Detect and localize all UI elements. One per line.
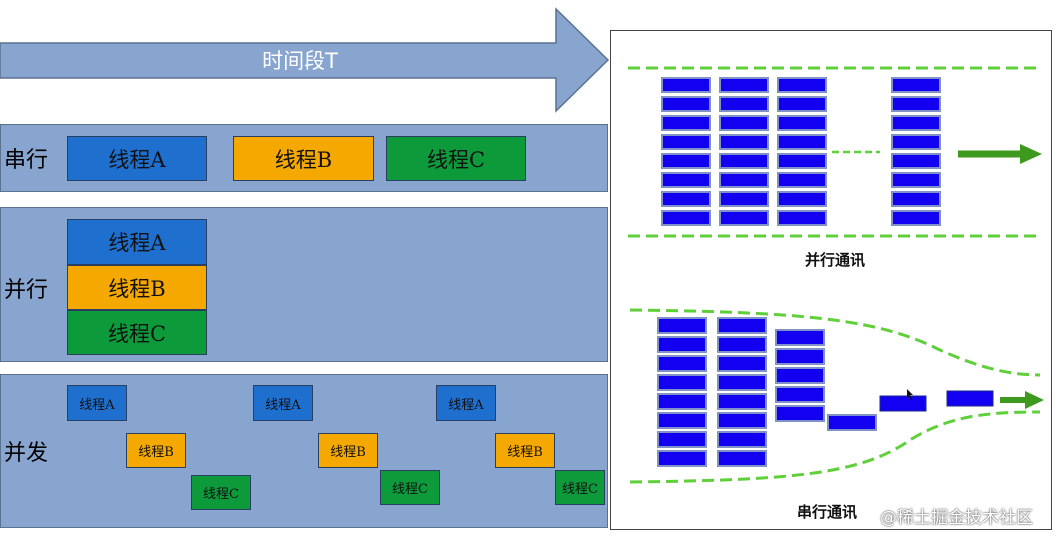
parallel-packet [661, 172, 711, 188]
serial-packet [717, 431, 767, 448]
parallel-packet [661, 115, 711, 131]
parallel-packet [777, 153, 827, 169]
parallel-packet [777, 134, 827, 150]
concurrent-thread-c-3: 线程C [555, 470, 605, 505]
parallel-packet [719, 115, 769, 131]
serial-packet [717, 355, 767, 372]
serial-packet-columns [657, 317, 877, 467]
parallel-packet [661, 96, 711, 112]
parallel-packet [719, 134, 769, 150]
serial-packet [717, 317, 767, 334]
parallel-thread-c: 线程C [67, 310, 207, 355]
parallel-packet [661, 153, 711, 169]
parallel-packet-columns [661, 77, 941, 226]
parallel-communication-caption: 并行通讯 [805, 251, 866, 269]
serial-packet [775, 367, 825, 384]
parallel-packet [777, 115, 827, 131]
time-arrow [0, 7, 610, 113]
serial-packet [717, 336, 767, 353]
parallel-packet [891, 191, 941, 207]
concurrent-thread-b-1: 线程B [126, 433, 186, 468]
concurrent-thread-c-1: 线程C [191, 475, 251, 510]
parallel-row-label: 并行 [4, 278, 49, 303]
parallel-packet [719, 191, 769, 207]
serial-thread-a: 线程A [67, 136, 207, 181]
serial-packet-single-1 [879, 395, 927, 412]
concurrent-thread-a-2: 线程A [253, 385, 313, 421]
concurrent-thread-b-2: 线程B [318, 433, 378, 468]
parallel-thread-b: 线程B [67, 265, 207, 310]
serial-thread-b: 线程B [233, 136, 374, 181]
parallel-packet [661, 210, 711, 226]
serial-packet [717, 412, 767, 429]
parallel-packet [661, 134, 711, 150]
serial-packet [775, 348, 825, 365]
parallel-packet [891, 134, 941, 150]
concurrent-thread-a-1: 线程A [67, 385, 127, 421]
serial-packet [657, 374, 707, 391]
parallel-packet [891, 115, 941, 131]
serial-packet [657, 450, 707, 467]
mouse-cursor-icon [907, 389, 913, 400]
parallel-packet [719, 153, 769, 169]
serial-packet [775, 329, 825, 346]
parallel-packet [777, 172, 827, 188]
parallel-packet [891, 210, 941, 226]
serial-packet [657, 355, 707, 372]
serial-packet [657, 412, 707, 429]
parallel-packet [719, 172, 769, 188]
parallel-packet [891, 153, 941, 169]
serial-packet [775, 386, 825, 403]
serial-row-label: 串行 [4, 148, 49, 173]
serial-packet [657, 317, 707, 334]
serial-packet [717, 393, 767, 410]
parallel-packet [777, 96, 827, 112]
parallel-packet [777, 191, 827, 207]
concurrent-row-label: 并发 [4, 441, 49, 466]
serial-funnel-bottom [629, 410, 1041, 484]
parallel-flow-arrow-head [1020, 144, 1042, 164]
parallel-thread-a: 线程A [67, 219, 207, 265]
communication-diagram [628, 66, 1044, 484]
concurrent-thread-a-3: 线程A [436, 385, 496, 421]
serial-packet [717, 374, 767, 391]
serial-packet [827, 414, 877, 431]
serial-flow-arrow-head [1025, 391, 1044, 409]
parallel-packet [891, 96, 941, 112]
serial-communication-caption: 串行通讯 [797, 503, 858, 521]
parallel-packet [719, 77, 769, 93]
parallel-packet [777, 210, 827, 226]
serial-packet [717, 450, 767, 467]
serial-packet [657, 431, 707, 448]
parallel-packet [719, 210, 769, 226]
parallel-packet [661, 77, 711, 93]
serial-packet [657, 336, 707, 353]
serial-packet [657, 393, 707, 410]
parallel-packet [777, 77, 827, 93]
serial-packet [775, 405, 825, 422]
concurrent-thread-c-2: 线程C [380, 470, 440, 505]
serial-funnel-top [629, 308, 1041, 377]
concurrent-thread-b-3: 线程B [495, 433, 555, 468]
watermark: @稀土掘金技术社区 [880, 508, 1033, 528]
parallel-packet [661, 191, 711, 207]
serial-packet-single-2 [946, 390, 994, 407]
parallel-packet [891, 172, 941, 188]
serial-thread-c: 线程C [386, 136, 526, 181]
parallel-packet [891, 77, 941, 93]
parallel-packet [719, 96, 769, 112]
time-arrow-label: 时间段T [262, 49, 338, 73]
